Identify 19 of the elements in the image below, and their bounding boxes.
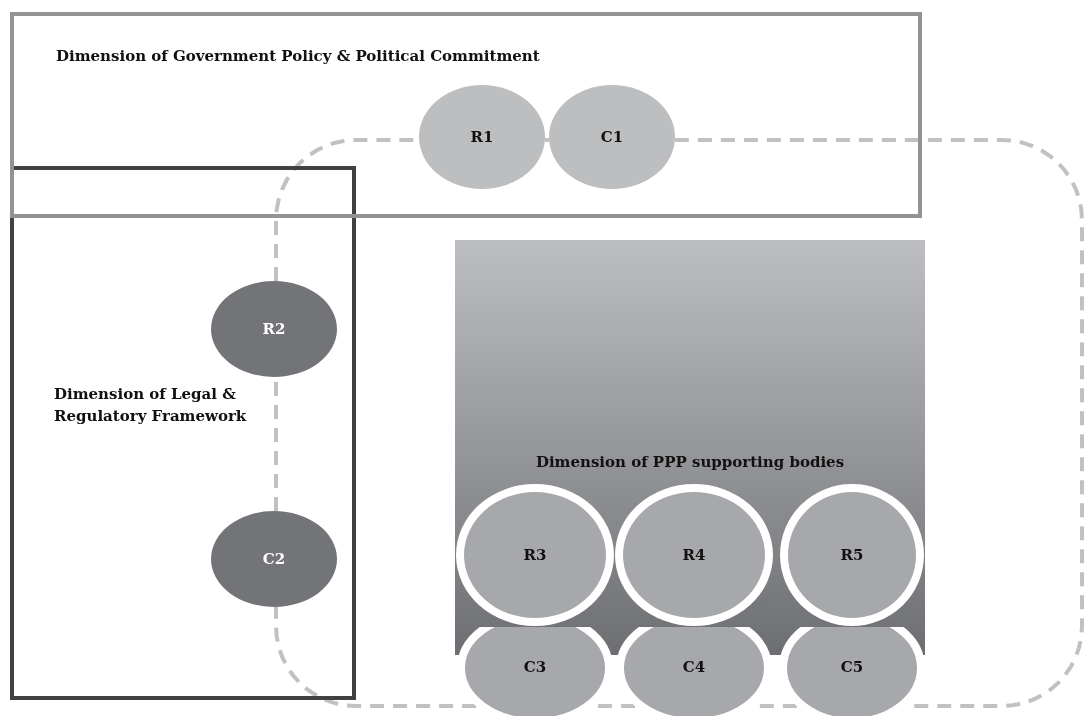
node-label: C2 [262, 550, 286, 568]
dimension-box [10, 166, 356, 700]
dimension-box [10, 12, 922, 218]
node-label: R5 [840, 546, 864, 564]
dashed-connector [274, 607, 477, 708]
node-label: R2 [262, 320, 286, 338]
dashed-connector [544, 138, 550, 142]
dimension-box [455, 240, 925, 655]
node-label: C3 [523, 658, 547, 676]
dimension-title: Dimension of PPP supporting bodies [534, 452, 846, 473]
dashed-connector [674, 138, 1084, 708]
node-label: C5 [840, 658, 864, 676]
node-label: R4 [682, 546, 706, 564]
node-label: R3 [523, 546, 547, 564]
node-label: R1 [470, 128, 494, 146]
dimension-title: Dimension of Legal & Regulatory Framework [54, 384, 248, 427]
dimension-title: Dimension of Government Policy & Political Commitment [56, 46, 541, 67]
node-label: C4 [682, 658, 706, 676]
node-label: C1 [600, 128, 624, 146]
